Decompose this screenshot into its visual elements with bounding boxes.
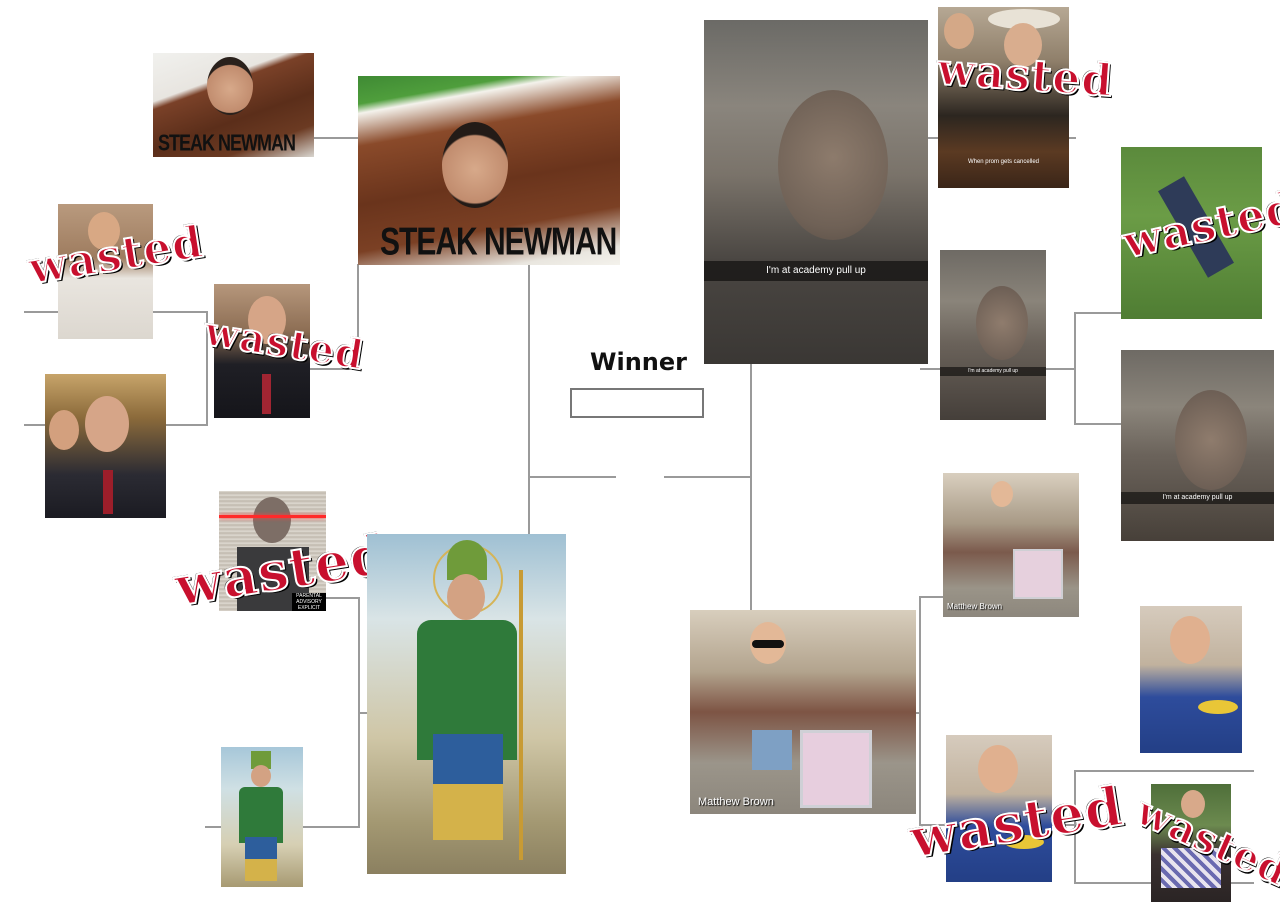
bracket-line — [206, 311, 208, 426]
face — [1004, 23, 1042, 67]
bracket-line — [919, 596, 921, 826]
mitre — [447, 540, 487, 580]
red-tie — [103, 470, 113, 514]
bracket-line — [919, 824, 947, 826]
group-selfie-photo — [45, 374, 166, 518]
cowboy-hat — [988, 9, 1060, 29]
suit-guy-photo — [214, 284, 310, 418]
parental-advisory-label: PARENTAL ADVISORY EXPLICIT CONTENT — [292, 593, 326, 611]
bracket-line — [325, 597, 360, 599]
lawn-flip-photo — [1121, 147, 1262, 319]
saint-patrick-photo-small — [221, 747, 303, 887]
banana-guy-photo — [1140, 606, 1242, 753]
bracket-line — [1074, 312, 1076, 425]
bracket-line — [310, 368, 359, 370]
stroller — [800, 730, 872, 808]
prom-guys-photo: When prom gets cancelled — [938, 7, 1069, 188]
name-tag: Matthew Brown — [698, 796, 774, 808]
stroller — [1013, 549, 1063, 599]
bracket-line — [357, 264, 359, 370]
face — [991, 481, 1013, 507]
saint-patrick-photo-large — [367, 534, 566, 874]
snap-caption-bar: When prom gets cancelled — [967, 159, 1040, 165]
academy-selfie-photo-large: I'm at academy pull up — [704, 20, 928, 364]
bracket-line — [1052, 824, 1076, 826]
striped-pants — [1161, 848, 1221, 888]
face — [978, 745, 1018, 793]
face — [49, 410, 79, 450]
face — [85, 396, 129, 452]
bracket-line — [750, 364, 752, 612]
face-cutout — [442, 122, 508, 208]
sunglasses — [752, 640, 784, 648]
face — [976, 286, 1028, 360]
face — [1181, 790, 1205, 818]
bracket-line — [1045, 368, 1075, 370]
name-tag: Matthew Brown — [947, 602, 1003, 611]
face-cutout — [207, 57, 253, 115]
red-tie — [262, 374, 271, 414]
crozier-staff — [519, 570, 523, 860]
bracket-line — [1074, 770, 1076, 884]
banana — [1004, 835, 1044, 849]
tree-hang-photo — [1151, 784, 1231, 902]
face — [1170, 616, 1210, 664]
banana-guy-photo-2 — [946, 735, 1052, 882]
stroller-kid-photo-large: Matthew Brown — [690, 610, 916, 814]
banana — [1198, 700, 1238, 714]
bracket-line — [1074, 770, 1254, 772]
bracket-line — [152, 311, 208, 313]
bracket-line — [1068, 137, 1076, 139]
face-cutout — [447, 574, 485, 620]
face — [1175, 390, 1247, 490]
snap-caption-bar: I'm at academy pull up — [1121, 492, 1274, 504]
bracket-line — [528, 476, 616, 478]
bracket-line — [920, 368, 940, 370]
album-cover-photo: PARENTAL ADVISORY EXPLICIT CONTENT — [219, 491, 326, 611]
snap-caption-bar: I'm at academy pull up — [940, 367, 1046, 376]
bracket-line — [303, 826, 360, 828]
bracket-line — [1074, 423, 1121, 425]
gold-robe — [245, 859, 277, 881]
bracket-line — [664, 476, 752, 478]
bracket-line — [928, 137, 938, 139]
steak-caption-large: STEAK NEWMAN — [380, 220, 617, 264]
bracket-line — [919, 596, 943, 598]
bracket-line — [1230, 882, 1254, 884]
face — [944, 13, 974, 49]
academy-selfie-photo-right: I'm at academy pull up — [1121, 350, 1274, 541]
winner-box — [570, 388, 704, 418]
face-cutout — [251, 765, 271, 787]
steak-newman-photo-small: STEAK NEWMAN — [153, 53, 314, 157]
face — [253, 497, 291, 543]
bracket-line — [24, 311, 58, 313]
bracket-line — [24, 424, 46, 426]
bracket-line — [205, 826, 221, 828]
winner-label: Winner — [590, 348, 687, 376]
bracket-line — [313, 137, 359, 139]
bracket-line — [915, 712, 921, 714]
green-robe — [239, 787, 283, 843]
bracket-line — [528, 264, 530, 536]
face — [88, 212, 120, 250]
bracket-line — [165, 424, 208, 426]
stroller-kid-photo-small: Matthew Brown — [943, 473, 1079, 617]
snap-caption-bar: I'm at academy pull up — [704, 261, 928, 281]
laser-eyes — [219, 515, 326, 518]
face — [248, 296, 286, 344]
bracket-line — [1074, 882, 1152, 884]
bracket-line — [1074, 312, 1121, 314]
academy-selfie-photo-mid: I'm at academy pull up — [940, 250, 1046, 420]
steak-newman-photo-large: STEAK NEWMAN — [358, 76, 620, 265]
party-guy-photo — [58, 204, 153, 339]
bracket-line — [358, 712, 368, 714]
face — [778, 90, 888, 240]
steak-caption-small: STEAK NEWMAN — [158, 129, 296, 156]
gold-robe — [433, 784, 503, 840]
mitre — [251, 751, 271, 769]
shorts — [752, 730, 792, 770]
